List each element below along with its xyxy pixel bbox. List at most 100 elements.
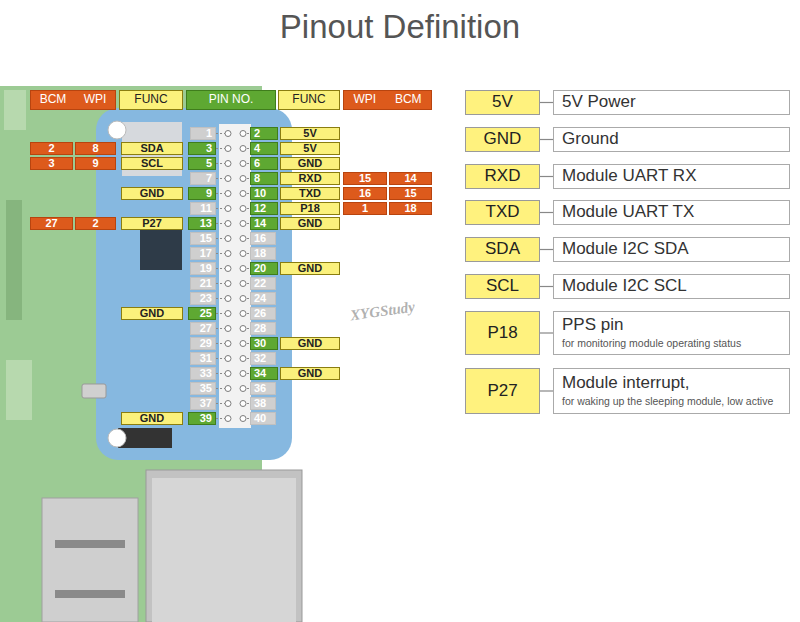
pin-number: 27 <box>190 322 216 335</box>
pin-number: 2 <box>250 127 278 140</box>
wpi-number: 8 <box>75 142 116 155</box>
label-text: 5 <box>206 157 212 169</box>
pin-function: P18 <box>280 202 340 215</box>
signal-description: Module UART TX <box>553 200 790 225</box>
label-text: P27 <box>487 382 517 401</box>
label-text: 2 <box>254 127 260 139</box>
label-text: PIN NO. <box>209 93 254 106</box>
signal-key: GND <box>465 127 540 152</box>
label-text: Module UART RX <box>562 167 696 186</box>
label-text: 34 <box>254 367 266 379</box>
label-text: GND <box>484 130 522 149</box>
ethernet-jack <box>146 470 302 622</box>
gps-module <box>122 122 182 176</box>
label-text: 29 <box>200 337 212 349</box>
label-text: 31 <box>200 352 212 364</box>
connector-line <box>540 332 553 333</box>
label-text: 15 <box>359 172 371 184</box>
pin-function: GND <box>121 187 183 200</box>
bcm-number: 18 <box>389 202 432 215</box>
pin-number: 16 <box>250 232 276 245</box>
pin-number: 26 <box>250 307 276 320</box>
pin-number: 14 <box>250 217 278 230</box>
label-text: 26 <box>254 307 266 319</box>
label-text: 8 <box>92 142 98 154</box>
label-text: SDA <box>485 240 520 259</box>
pin-function: 5V <box>280 142 340 155</box>
label-text: 25 <box>200 307 212 319</box>
usb-port <box>42 498 138 622</box>
label-text: 9 <box>206 187 212 199</box>
pin-function: P27 <box>121 217 183 230</box>
label-text: 39 <box>200 412 212 424</box>
label-text: 3 <box>48 157 54 169</box>
header-pins <box>216 126 250 426</box>
label-text: 5V Power <box>562 93 636 112</box>
label-text: GND <box>298 367 322 379</box>
label-text: 11 <box>200 202 212 214</box>
label-text: Module UART TX <box>562 203 694 222</box>
board-part <box>6 200 22 320</box>
label-text: 40 <box>254 412 266 424</box>
label-text: GND <box>140 412 164 424</box>
mount-hole <box>108 121 126 139</box>
usb-slot <box>55 540 125 548</box>
signal-description: 5V Power <box>553 90 790 115</box>
label-text: GND <box>298 217 322 229</box>
label-text: Module I2C SDA <box>562 240 689 259</box>
label-text: 6 <box>254 157 260 169</box>
label-text: 36 <box>254 382 266 394</box>
ethernet-face <box>152 478 296 622</box>
watermark: XYGStudy <box>349 299 416 325</box>
pin-number: 39 <box>188 412 216 425</box>
pin-number: 29 <box>190 337 216 350</box>
label-text: 24 <box>254 292 266 304</box>
label-text: GND <box>298 262 322 274</box>
label-text: Module interrupt, <box>562 374 690 393</box>
signal-key: 5V <box>465 90 540 115</box>
label-text: for waking up the sleeping module, low a… <box>562 396 773 408</box>
pin-number: 20 <box>250 262 278 275</box>
label-text: GND <box>298 157 322 169</box>
wpi-number: 15 <box>343 172 387 185</box>
pin-function: GND <box>280 157 340 170</box>
pin-function: GND <box>121 412 183 425</box>
wpi-number: 9 <box>75 157 116 170</box>
signal-description: Module UART RX <box>553 164 790 189</box>
pin-number: 37 <box>190 397 216 410</box>
pin-number: 3 <box>188 142 216 155</box>
pin-function: SDA <box>121 142 183 155</box>
pin-number: 40 <box>250 412 276 425</box>
label-text: RXD <box>298 172 321 184</box>
pin-function: RXD <box>280 172 340 185</box>
label-text: for monitoring module operating status <box>562 338 741 350</box>
label-text: RXD <box>485 167 521 186</box>
label-text: 18 <box>254 247 266 259</box>
connector-line <box>540 249 553 250</box>
pin-number: 23 <box>190 292 216 305</box>
pin-number: 34 <box>250 367 278 380</box>
signal-key: TXD <box>465 200 540 225</box>
label-text: BCM <box>395 93 422 106</box>
label-text: 28 <box>254 322 266 334</box>
label-text: 2 <box>48 142 54 154</box>
board-part <box>4 90 26 130</box>
label-text: P18 <box>300 202 320 214</box>
label-text: 5V <box>303 142 316 154</box>
label-text: FUNC <box>134 93 167 106</box>
hat-board <box>96 108 292 460</box>
bcm-number: 15 <box>389 187 432 200</box>
label-text: 15 <box>404 187 416 199</box>
wpi-number: 1 <box>343 202 387 215</box>
connector-line <box>540 176 553 177</box>
pin-number: 15 <box>190 232 216 245</box>
connector-line <box>540 286 553 287</box>
connector-line <box>540 102 553 103</box>
pin-number: 17 <box>190 247 216 260</box>
usb-slot <box>55 590 125 598</box>
pin-function: SCL <box>121 157 183 170</box>
pin-number: 32 <box>250 352 276 365</box>
label-text: SCL <box>486 277 519 296</box>
label-text: 16 <box>254 232 266 244</box>
pin-number: 6 <box>250 157 278 170</box>
